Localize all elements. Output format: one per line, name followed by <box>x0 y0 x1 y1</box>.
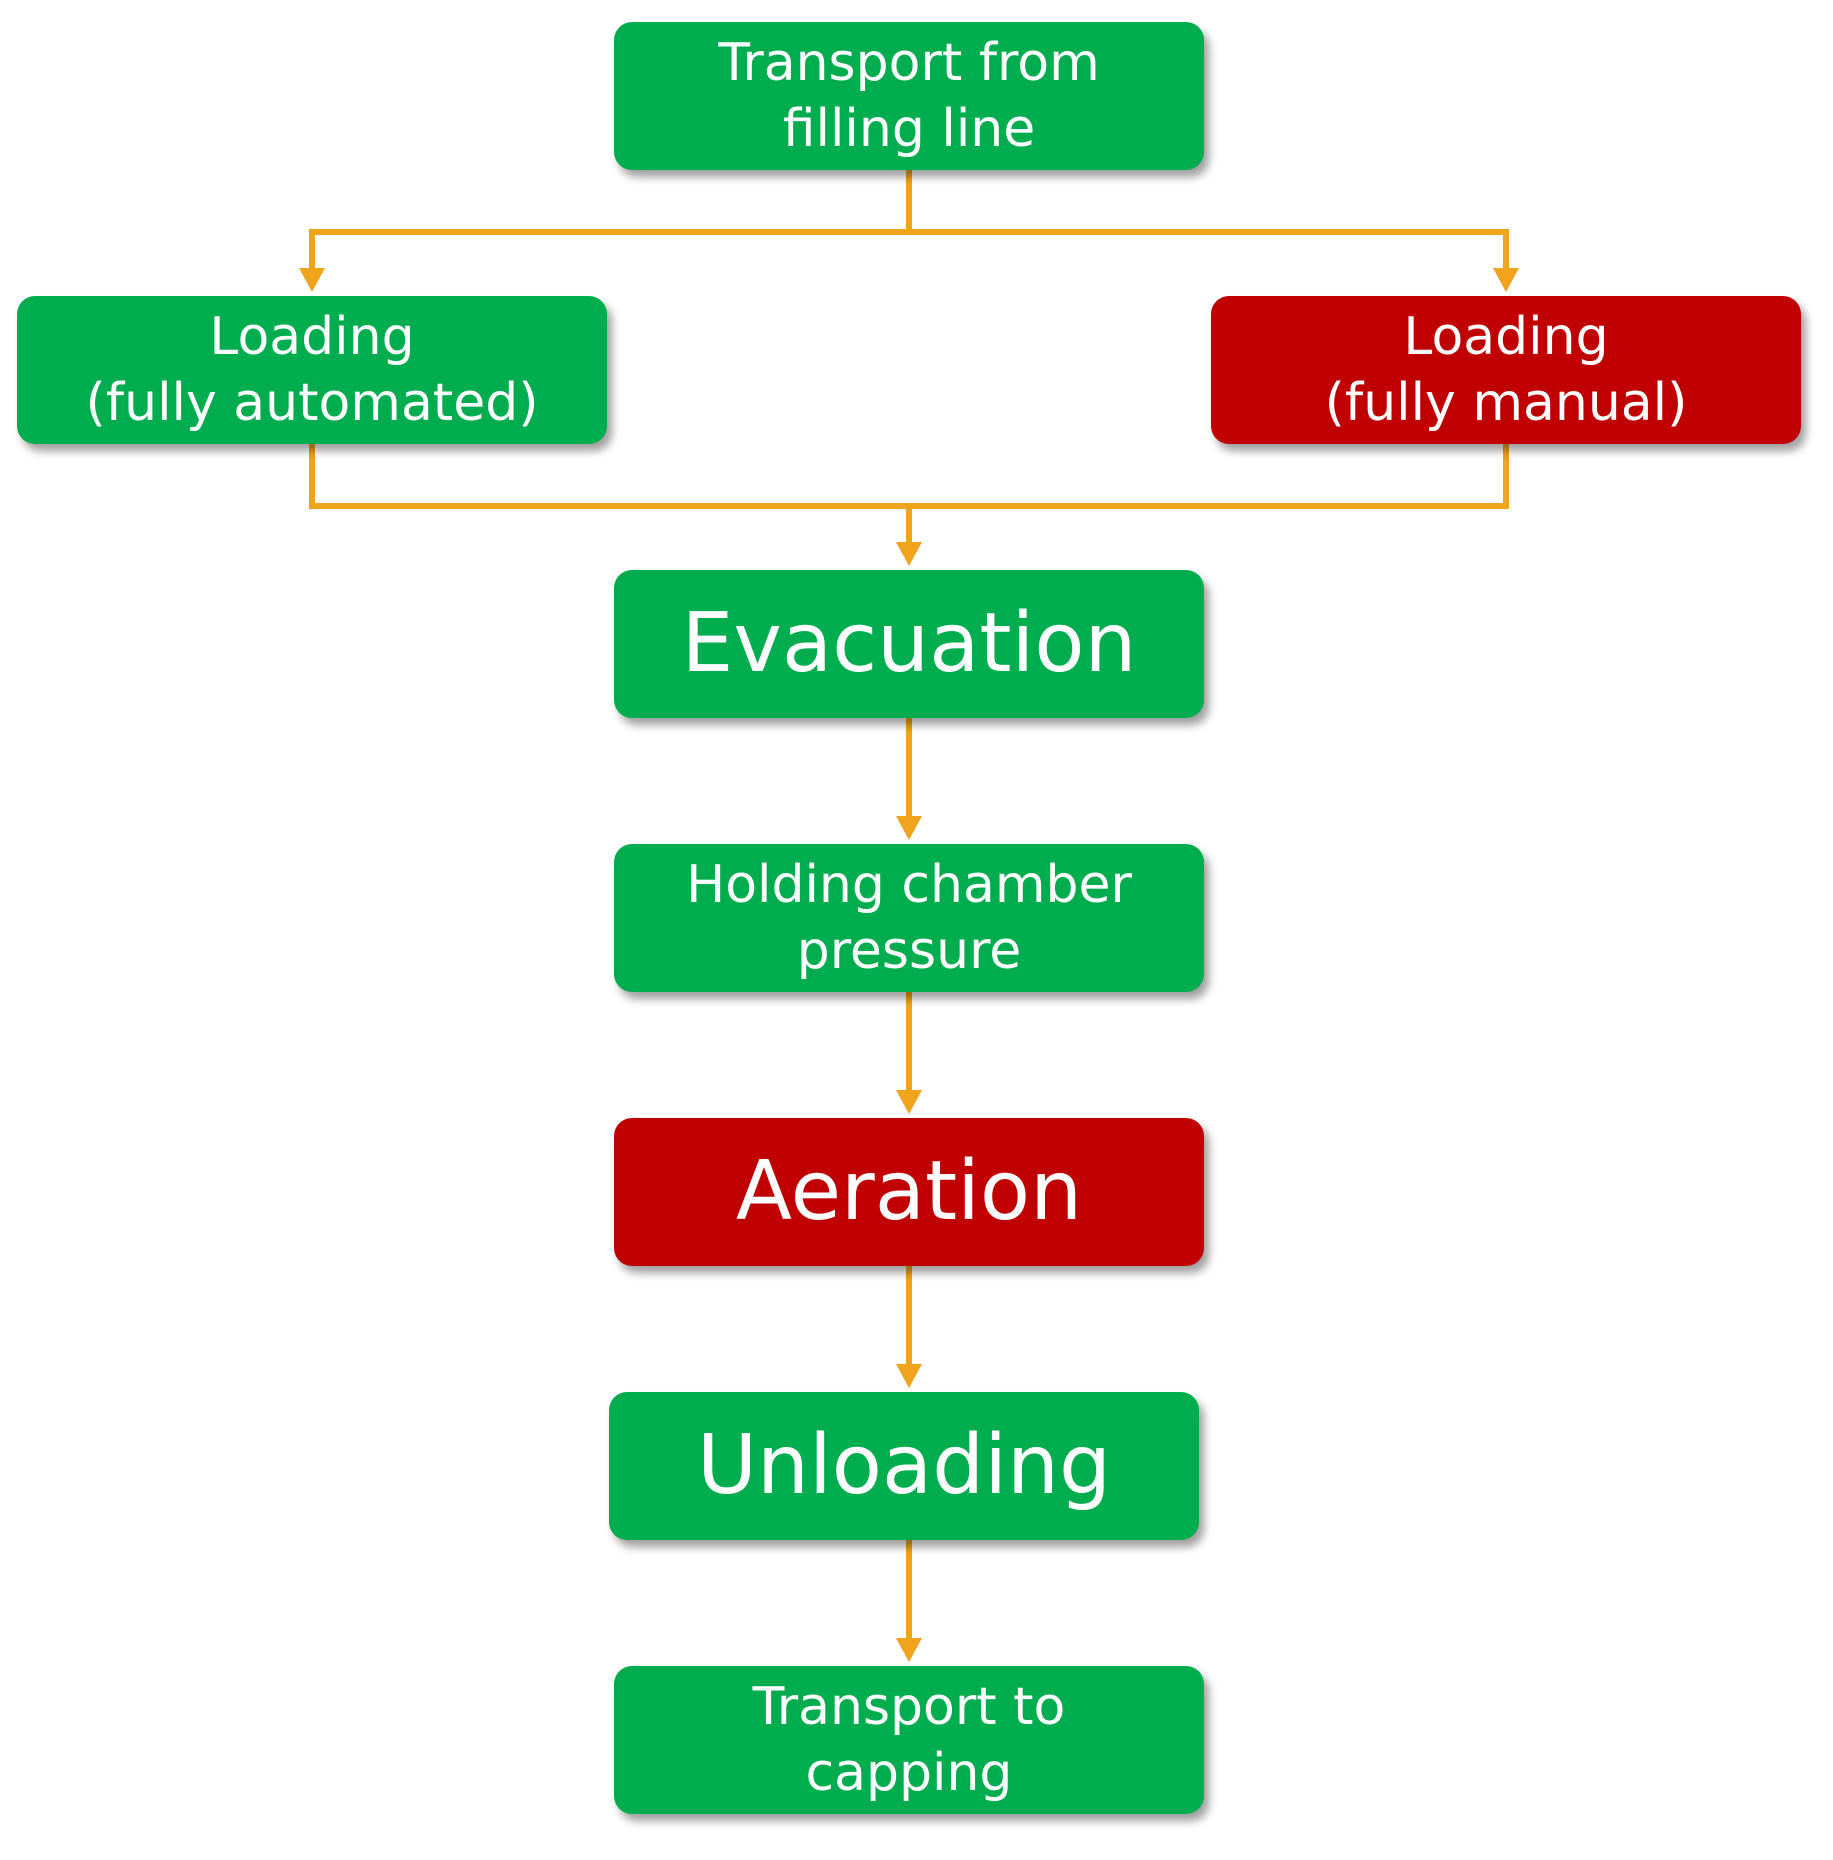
node-transport-from-filling-line: Transport from filling line <box>614 22 1204 170</box>
node-label-line: capping <box>805 1743 1013 1803</box>
arrowhead-icon <box>1493 268 1519 292</box>
node-label-line: (fully manual) <box>1324 373 1688 433</box>
node-label-line: pressure <box>796 921 1022 981</box>
arrowhead-icon <box>896 1090 922 1114</box>
node-label-line: Unloading <box>696 1418 1112 1513</box>
node-unloading: Unloading <box>609 1392 1199 1540</box>
arrowhead-icon <box>896 542 922 566</box>
node-label-line: filling line <box>782 99 1036 159</box>
node-aeration: Aeration <box>614 1118 1204 1266</box>
node-label-line: Aeration <box>735 1144 1083 1239</box>
node-transport-to-capping: Transport to capping <box>614 1666 1204 1814</box>
node-holding-chamber-pressure: Holding chamber pressure <box>614 844 1204 992</box>
arrowhead-icon <box>299 268 325 292</box>
arrowhead-icon <box>896 1364 922 1388</box>
node-label-line: Transport to <box>752 1677 1066 1737</box>
node-evacuation: Evacuation <box>614 570 1204 718</box>
node-label-line: Evacuation <box>681 596 1137 691</box>
node-label-line: Loading <box>1403 307 1609 367</box>
node-label-line: Transport from <box>718 33 1100 93</box>
node-label-line: (fully automated) <box>85 373 539 433</box>
arrowhead-icon <box>896 1638 922 1662</box>
node-label-line: Holding chamber <box>686 855 1132 915</box>
arrowhead-icon <box>896 816 922 840</box>
node-loading-fully-manual: Loading (fully manual) <box>1211 296 1801 444</box>
node-loading-fully-automated: Loading (fully automated) <box>17 296 607 444</box>
node-label-line: Loading <box>209 307 415 367</box>
